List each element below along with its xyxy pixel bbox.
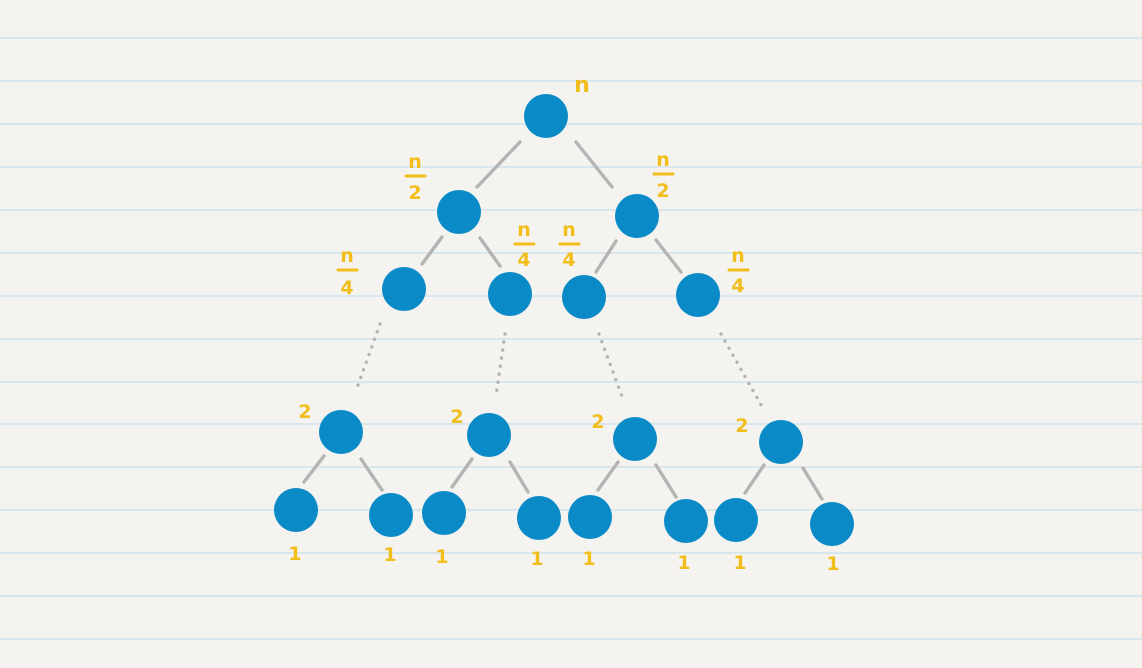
- edge-g4-right: [801, 466, 824, 501]
- node-level2-b: [488, 272, 532, 316]
- label-quarter-3: n 4: [558, 219, 581, 271]
- node-leaf-2: [369, 493, 413, 537]
- node-leaf-6: [664, 499, 708, 543]
- edge-l1b-l2c: [594, 239, 618, 274]
- svg-text:2: 2: [656, 180, 669, 202]
- edge-l1b-l2d: [654, 238, 683, 274]
- node-leaf-1: [274, 488, 318, 532]
- node-level2-a: [382, 267, 426, 311]
- label-quarter-2: n 4: [513, 219, 536, 271]
- svg-text:4: 4: [562, 249, 575, 271]
- node-leaf-4: [517, 496, 561, 540]
- svg-text:4: 4: [517, 249, 530, 271]
- label-half-right: n 2: [652, 149, 675, 202]
- node-level1-a: [437, 190, 481, 234]
- ruled-lines: [0, 37, 1142, 640]
- node-level3-a: [319, 410, 363, 454]
- node-level3-c: [613, 417, 657, 461]
- label-half-left: n 2: [404, 151, 427, 204]
- label-two-3: 2: [591, 411, 604, 433]
- edge-g3-left: [596, 460, 620, 492]
- label-quarter-4: n 4: [727, 245, 750, 297]
- label-one-5: 1: [582, 548, 595, 570]
- node-leaf-7: [714, 498, 758, 542]
- label-quarter-1: n 4: [336, 245, 359, 299]
- edge-g1-left: [302, 454, 326, 484]
- label-one-7: 1: [733, 552, 746, 574]
- svg-text:4: 4: [731, 275, 744, 297]
- edge-dotted-1: [355, 322, 382, 390]
- edge-root-left: [475, 140, 522, 189]
- svg-text:2: 2: [408, 182, 421, 204]
- node-level3-b: [467, 413, 511, 457]
- label-one-6: 1: [677, 552, 690, 574]
- svg-text:n: n: [517, 219, 531, 241]
- label-two-1: 2: [298, 401, 311, 423]
- edge-l1a-l2b: [478, 236, 502, 268]
- node-root: [524, 94, 568, 138]
- edge-dotted-4: [719, 332, 766, 412]
- node-leaf-3: [422, 491, 466, 535]
- edge-g3-right: [654, 463, 678, 499]
- tree-nodes: [274, 94, 854, 546]
- node-level3-d: [759, 420, 803, 464]
- node-level1-b: [615, 194, 659, 238]
- label-root: n: [574, 73, 590, 98]
- node-leaf-8: [810, 502, 854, 546]
- node-level2-c: [562, 275, 606, 319]
- edge-g2-left: [450, 457, 474, 489]
- label-one-3: 1: [435, 546, 448, 568]
- edge-dotted-2: [494, 332, 507, 398]
- label-one-8: 1: [826, 553, 839, 575]
- svg-text:n: n: [656, 149, 670, 171]
- label-one-4: 1: [530, 548, 543, 570]
- edge-g2-right: [508, 460, 530, 494]
- tree-edges: [302, 140, 824, 501]
- label-one-1: 1: [288, 543, 301, 565]
- svg-text:n: n: [562, 219, 576, 241]
- edge-g4-left: [743, 463, 766, 495]
- label-two-4: 2: [735, 415, 748, 437]
- edge-g1-right: [359, 457, 384, 492]
- svg-text:n: n: [731, 245, 745, 267]
- label-one-2: 1: [383, 544, 396, 566]
- edge-root-right: [574, 140, 614, 189]
- svg-text:4: 4: [340, 277, 353, 299]
- svg-text:n: n: [408, 151, 422, 173]
- node-level2-d: [676, 273, 720, 317]
- node-leaf-5: [568, 495, 612, 539]
- svg-text:n: n: [340, 245, 354, 267]
- node-labels: n n 2 n 2 n 4 n 4 n 4 n: [288, 73, 839, 575]
- edge-l1a-l2a: [420, 235, 444, 266]
- label-two-2: 2: [450, 406, 463, 428]
